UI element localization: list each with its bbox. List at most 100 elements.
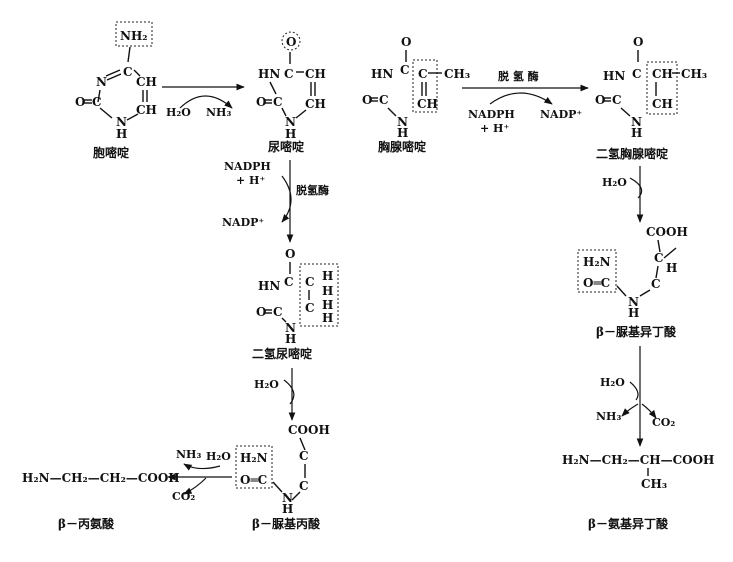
atom-label: COOH <box>288 423 330 437</box>
atom-label: N <box>116 115 127 129</box>
compound-name: 胸腺嘧啶 <box>378 139 426 154</box>
formula-label: H₂N—CH₂—CH—COOH <box>562 453 714 467</box>
uracil-structure: O C HN CH CH O C N H 尿嘧啶 <box>256 31 326 154</box>
atom-label: H <box>666 261 677 275</box>
atom-label: H <box>397 126 408 140</box>
ammonia-label: NH₃ <box>176 448 201 461</box>
water-label: H₂O <box>600 376 625 389</box>
atom-label: H <box>322 298 333 312</box>
beta-alanine: H₂N—CH₂—CH₂—COOH β－丙氨酸 <box>22 471 180 531</box>
atom-label: C <box>299 449 309 463</box>
hydrogenation-highlight <box>299 263 339 327</box>
atom-label: C <box>92 95 102 109</box>
atom-label: N <box>631 115 642 129</box>
atom-label: H <box>631 126 642 140</box>
atom-label: H <box>282 502 293 516</box>
atom-label: CH <box>652 97 673 111</box>
dihydrouracil-structure: O C HN C H H C H H O C N H 二氢尿嘧啶 <box>252 247 339 361</box>
carbamoyl-highlight <box>235 445 273 489</box>
atom-label: O═C <box>583 276 610 290</box>
atom-label: C <box>654 251 664 265</box>
atom-label: C <box>305 301 315 315</box>
thymine-reduction-arrow: 脱 氢 酶 NADPH + H⁺ NADP⁺ <box>462 69 589 135</box>
beta-ureidopropionate-structure: COOH C C H₂N O═C N H β－脲基丙酸 <box>235 423 330 531</box>
atom-label: C <box>284 275 294 289</box>
cytosine-structure: NH₂ C N CH CH O C N H 胞嘧啶 <box>75 21 157 160</box>
atom-label: C <box>379 93 389 107</box>
proton-label: + H⁺ <box>480 122 509 135</box>
ammonia-label: NH₃ <box>206 106 231 119</box>
atom-label: C <box>123 65 133 79</box>
uracil-reduction-arrow: NADPH + H⁺ NADP⁺ 脱氢酶 <box>222 160 329 243</box>
atom-label: H <box>322 284 333 298</box>
ammonia-label: NH₃ <box>596 410 621 423</box>
atom-label: C <box>305 275 315 289</box>
co2-label: CO₂ <box>172 490 195 503</box>
atom-label: CH <box>305 97 326 111</box>
atom-label: O <box>401 35 411 49</box>
atom-label: CH₃ <box>681 67 707 81</box>
nadp-label: NADP⁺ <box>540 108 582 121</box>
atom-label: O═C <box>240 473 267 487</box>
atom-label: H <box>116 127 127 141</box>
atom-label: CH₃ <box>641 477 667 491</box>
atom-label: HN <box>258 279 280 293</box>
atom-label: COOH <box>646 225 688 239</box>
dihydrothymine-structure: O C HN CH CH₃ CH O C N H 二氢胸腺嘧啶 <box>595 35 707 161</box>
atom-label: C <box>418 67 428 81</box>
proton-label: + H⁺ <box>236 174 265 187</box>
water-label: H₂O <box>254 378 279 391</box>
ring-opening-arrow-left: H₂O <box>254 368 296 421</box>
hydrolysis-arrow-left: H₂O NH₃ CO₂ <box>167 448 232 503</box>
water-label: H₂O <box>206 450 231 463</box>
atom-label: N <box>397 115 408 129</box>
atom-label: CH <box>652 67 673 81</box>
formula-label: H₂N—CH₂—CH₂—COOH <box>22 471 180 485</box>
ring-opening-arrow-right: H₂O <box>602 166 644 223</box>
nadp-label: NADP⁺ <box>222 216 264 229</box>
atom-label: O <box>75 95 85 109</box>
compound-name: 尿嘧啶 <box>268 139 304 154</box>
atom-label: C <box>400 63 410 77</box>
amino-group-highlight <box>115 21 153 47</box>
atom-label: H <box>628 306 639 320</box>
atom-label: C <box>273 95 283 109</box>
compound-name: β－氨基异丁酸 <box>588 516 669 531</box>
atom-label: C <box>284 67 294 81</box>
atom-label: H <box>322 311 333 325</box>
atom-label: N <box>628 295 639 309</box>
atom-label: N <box>282 491 293 505</box>
compound-name: 二氢胸腺嘧啶 <box>596 146 668 161</box>
atom-label: CH <box>305 67 326 81</box>
atom-label: CH <box>136 75 157 89</box>
oxo-group-highlight <box>281 31 301 51</box>
compound-name: 二氢尿嘧啶 <box>252 346 312 361</box>
compound-name: 胞嘧啶 <box>93 145 129 160</box>
atom-label: O <box>633 35 643 49</box>
enzyme-label: 脱 氢 酶 <box>498 69 539 83</box>
atom-label: CH₃ <box>444 67 470 81</box>
water-label: H₂O <box>602 176 627 189</box>
deamination-arrow: H₂O NH₃ <box>162 83 245 119</box>
atom-label: C <box>299 479 309 493</box>
atom-label: H₂N <box>240 451 268 465</box>
atom-label: C <box>273 305 283 319</box>
atom-label: O <box>285 247 295 261</box>
atom-label: NH₂ <box>120 29 148 43</box>
atom-label: O <box>286 35 296 49</box>
atom-label: H <box>285 127 296 141</box>
atom-label: O <box>256 95 266 109</box>
atom-label: O <box>595 93 605 107</box>
water-label: H₂O <box>166 106 191 119</box>
hydrolysis-arrow-right: H₂O NH₃ CO₂ <box>596 346 675 447</box>
atom-label: CH <box>136 103 157 117</box>
compound-name: β－脲基异丁酸 <box>596 324 677 339</box>
atom-label: C <box>651 277 661 291</box>
compound-name: β－脲基丙酸 <box>252 516 321 531</box>
co2-label: CO₂ <box>652 416 675 429</box>
nadph-label: NADPH <box>468 108 515 121</box>
atom-label: H <box>322 269 333 283</box>
atom-label: O <box>362 93 372 107</box>
atom-label: N <box>96 75 107 89</box>
